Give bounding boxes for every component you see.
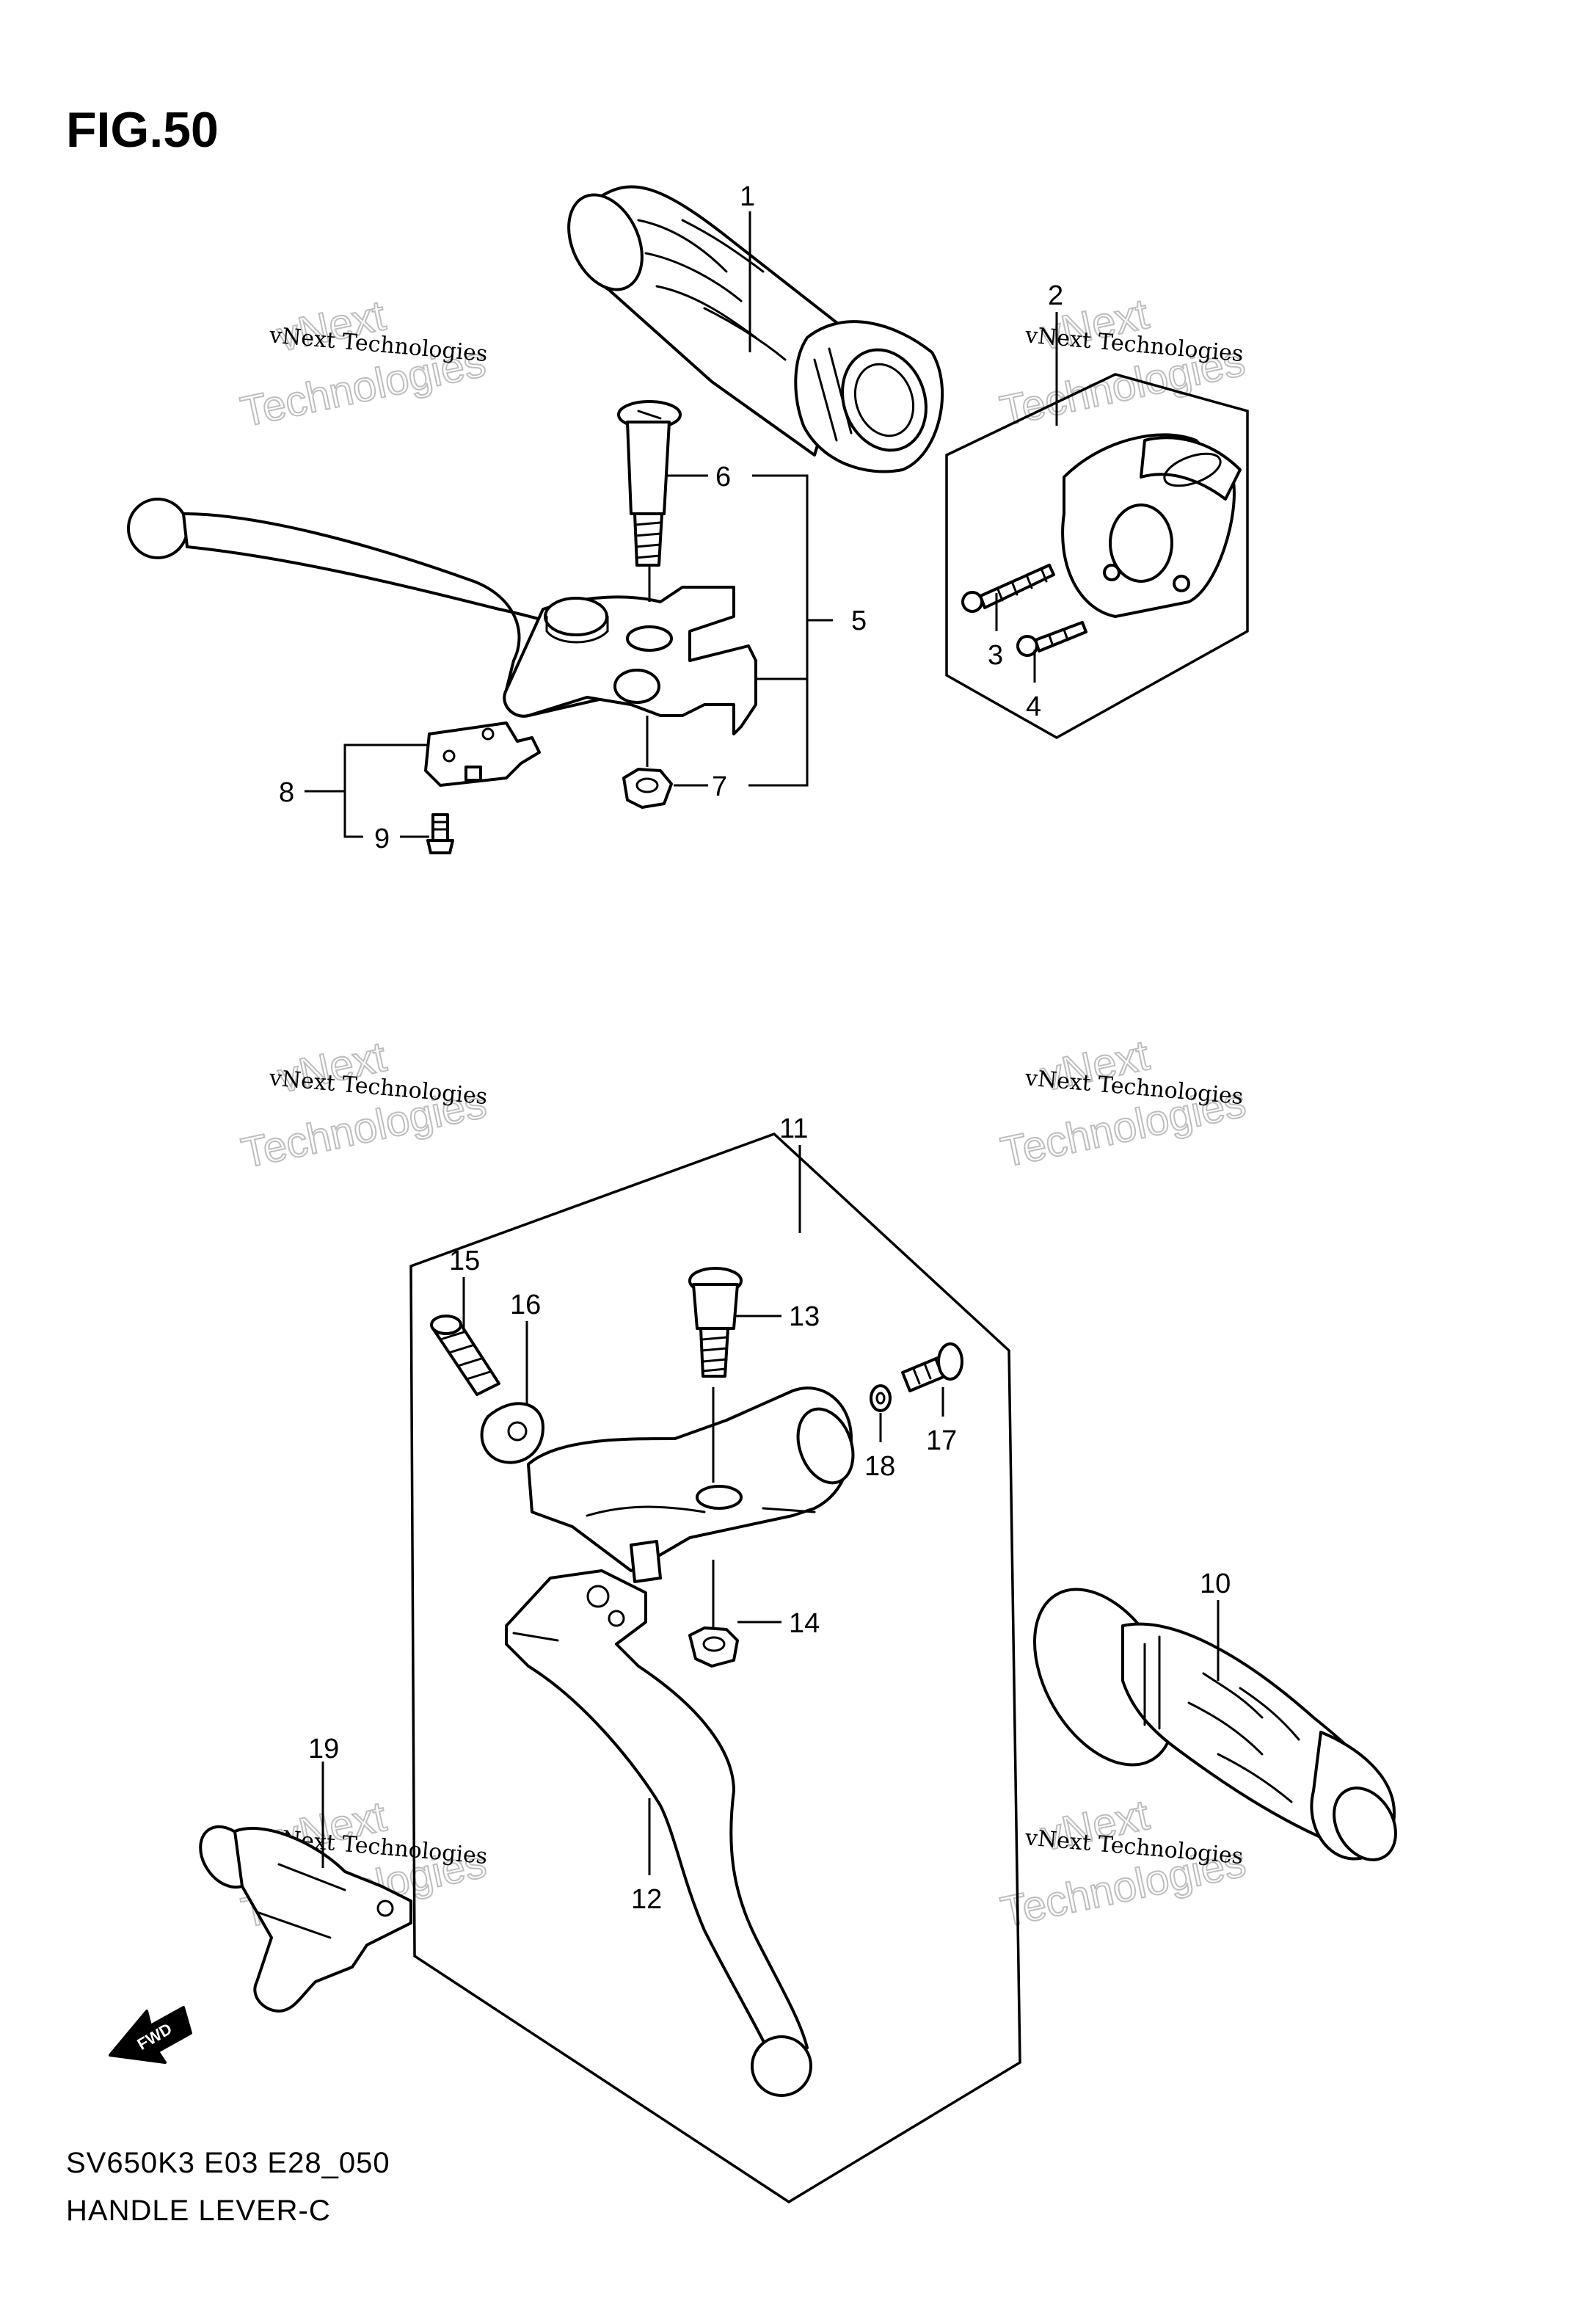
callout-13: 13 xyxy=(789,1301,820,1332)
callout-16: 16 xyxy=(510,1290,541,1320)
callout-12: 12 xyxy=(631,1884,662,1915)
callout-17: 17 xyxy=(926,1425,957,1456)
washer-18 xyxy=(870,1384,892,1412)
callout-15: 15 xyxy=(449,1246,480,1276)
callout-5: 5 xyxy=(851,606,867,636)
clutch-switch-19 xyxy=(199,1825,412,2013)
callout-8: 8 xyxy=(279,777,294,808)
callout-1: 1 xyxy=(740,181,755,212)
left-grip-10 xyxy=(1033,1588,1397,1861)
pivot-bolt-6 xyxy=(617,400,682,567)
diagram-subtitle: HANDLE LEVER-C xyxy=(66,2195,331,2227)
leader-6-bracket xyxy=(748,474,809,787)
nut-7 xyxy=(622,768,673,809)
clutch-bracket-box xyxy=(409,1132,1021,2204)
callout-3: 3 xyxy=(988,640,1003,671)
screw-4 xyxy=(1016,621,1087,657)
callout-11: 11 xyxy=(779,1113,808,1144)
adjuster-15 xyxy=(430,1315,500,1396)
model-code: SV650K3 E03 E28_050 xyxy=(66,2147,390,2179)
callout-9: 9 xyxy=(374,824,390,854)
bolt-17 xyxy=(901,1342,963,1392)
clutch-bracket-11 xyxy=(527,1386,855,1583)
bolt-13 xyxy=(688,1267,743,1378)
clutch-lever-12 xyxy=(505,1569,812,2097)
callout-10: 10 xyxy=(1200,1568,1231,1599)
callout-7: 7 xyxy=(712,771,727,802)
callout-6: 6 xyxy=(715,462,731,492)
throttle-case-box xyxy=(945,373,1249,740)
callout-18: 18 xyxy=(864,1451,895,1482)
callout-4: 4 xyxy=(1026,691,1041,722)
callout-2: 2 xyxy=(1048,280,1063,311)
lever-switch-8 xyxy=(424,721,541,787)
figure-title: FIG.50 xyxy=(66,102,219,158)
lock-nut-16 xyxy=(480,1402,544,1464)
screw-9 xyxy=(426,813,454,854)
nut-14 xyxy=(688,1626,739,1668)
throttle-grip xyxy=(567,185,944,473)
throttle-case xyxy=(1061,433,1242,618)
forward-direction-marker: FWD xyxy=(109,2006,192,2064)
brake-lever-assembly xyxy=(127,498,757,735)
callout-19: 19 xyxy=(308,1734,339,1764)
callout-14: 14 xyxy=(789,1608,820,1639)
screw-3 xyxy=(961,564,1055,613)
